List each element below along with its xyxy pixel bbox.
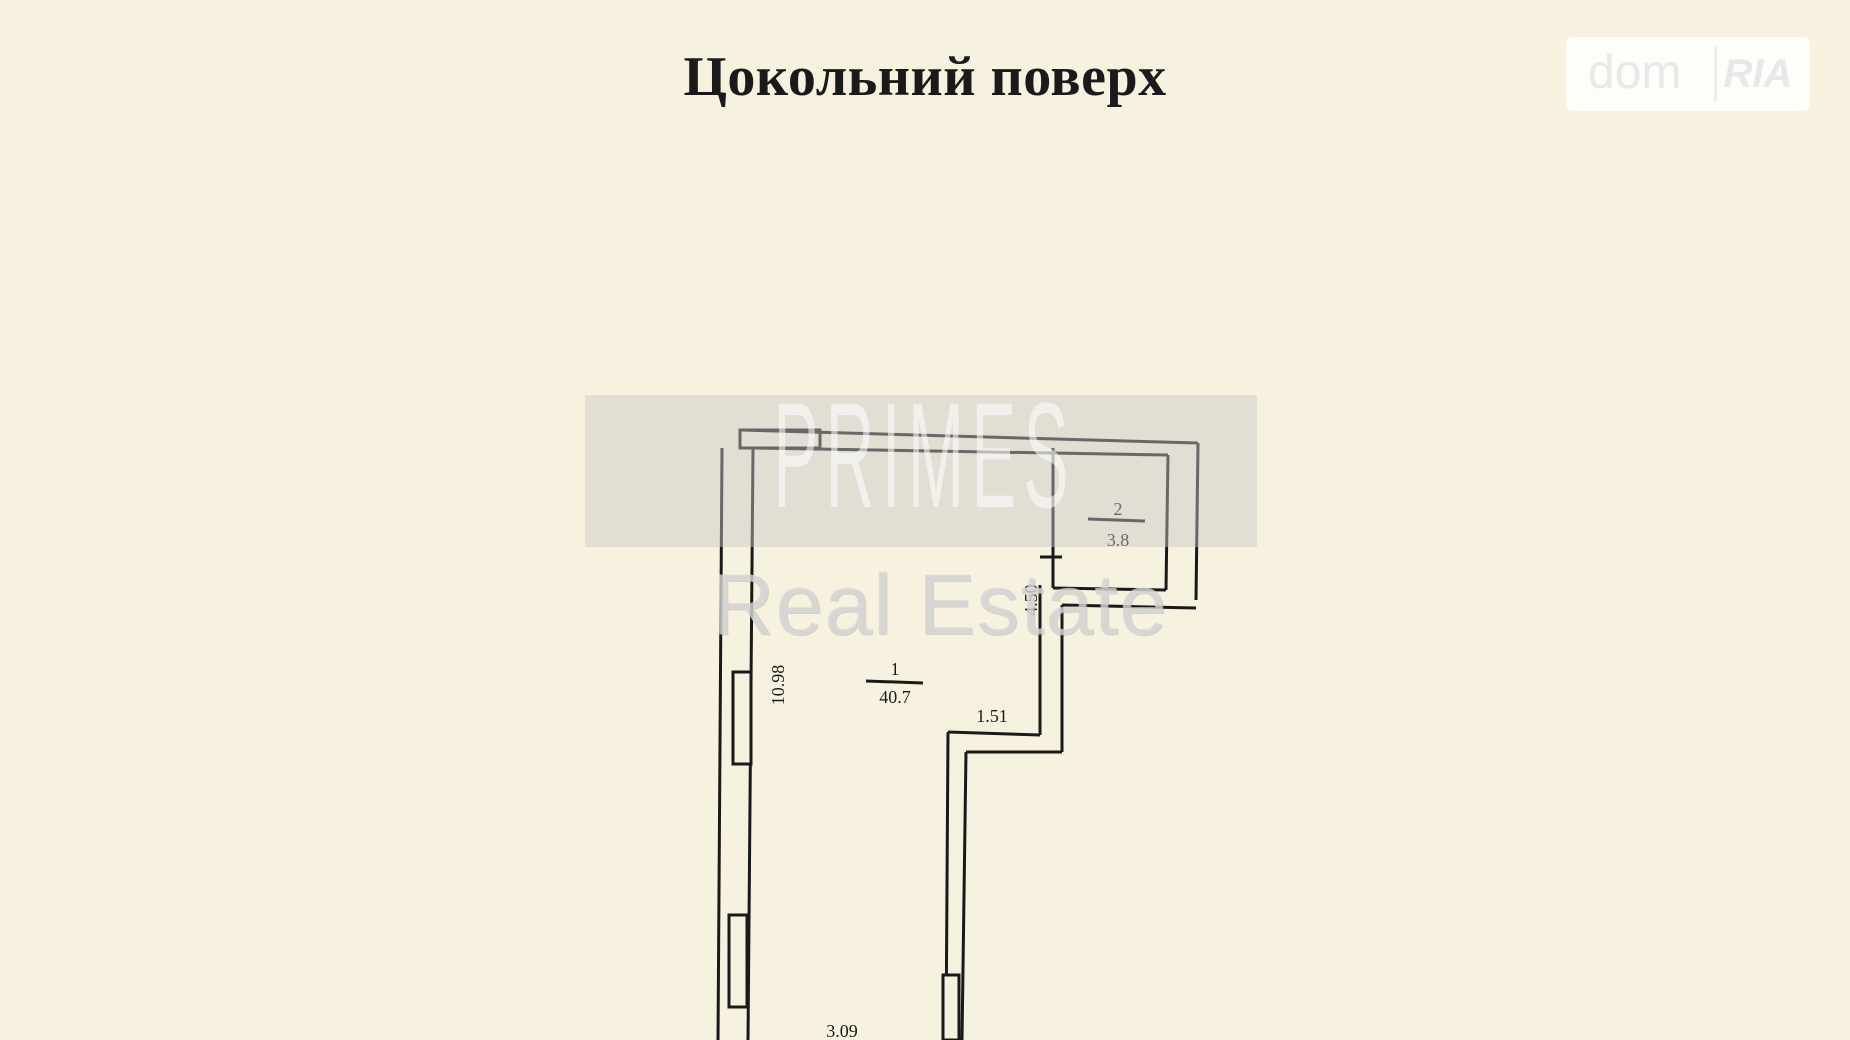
- room2-label-line: [1087, 517, 1146, 523]
- window-left-1: [731, 670, 753, 766]
- room2-area: 3.8: [1107, 530, 1130, 550]
- dimension-step: 1.51: [976, 706, 1008, 726]
- room1-area: 40.7: [879, 687, 911, 707]
- watermark-letter: M: [907, 370, 964, 539]
- watermark-letter: S: [1023, 370, 1069, 539]
- top-wall-inner: [752, 446, 1169, 457]
- room1-number: 1: [891, 659, 900, 679]
- room2-right-wall-inner: [1164, 454, 1170, 591]
- watermark-subtitle: Real Estate: [712, 557, 1168, 653]
- logo-ria-text: RIA: [1714, 47, 1799, 101]
- room2-bottom-wall-inner: [1052, 586, 1167, 592]
- door-lower-right: [941, 973, 961, 1040]
- room2-bottom-wall-outer: [1061, 603, 1197, 610]
- watermark-letter: R: [825, 370, 875, 539]
- watermark-letter: I: [881, 370, 901, 539]
- dimension-bottom: 3.09: [826, 1021, 858, 1040]
- lower-right-wall-inner: [960, 751, 968, 1040]
- room2-number: 2: [1114, 499, 1123, 519]
- watermark-letter: E: [971, 370, 1017, 539]
- left-wall-outer: [716, 447, 724, 1040]
- room2-right-wall-outer: [1194, 442, 1200, 601]
- watermark-background: [585, 395, 1257, 547]
- dimension-left-wall: 10.98: [768, 665, 788, 706]
- dom-ria-logo[interactable]: dom RIA: [1566, 37, 1810, 111]
- top-wall-outer: [739, 428, 1199, 445]
- watermark-letter: P: [773, 370, 819, 539]
- step-wall-inner: [947, 730, 1041, 737]
- watermark-letters: P R I M E S: [770, 371, 1072, 539]
- logo-dom-text: dom: [1588, 46, 1682, 99]
- page-title: Цокольний поверх: [683, 46, 1167, 108]
- room1-label-line: [865, 679, 924, 685]
- dimension-right-wall: 4.50: [1021, 584, 1041, 616]
- window-left-2: [727, 913, 749, 1009]
